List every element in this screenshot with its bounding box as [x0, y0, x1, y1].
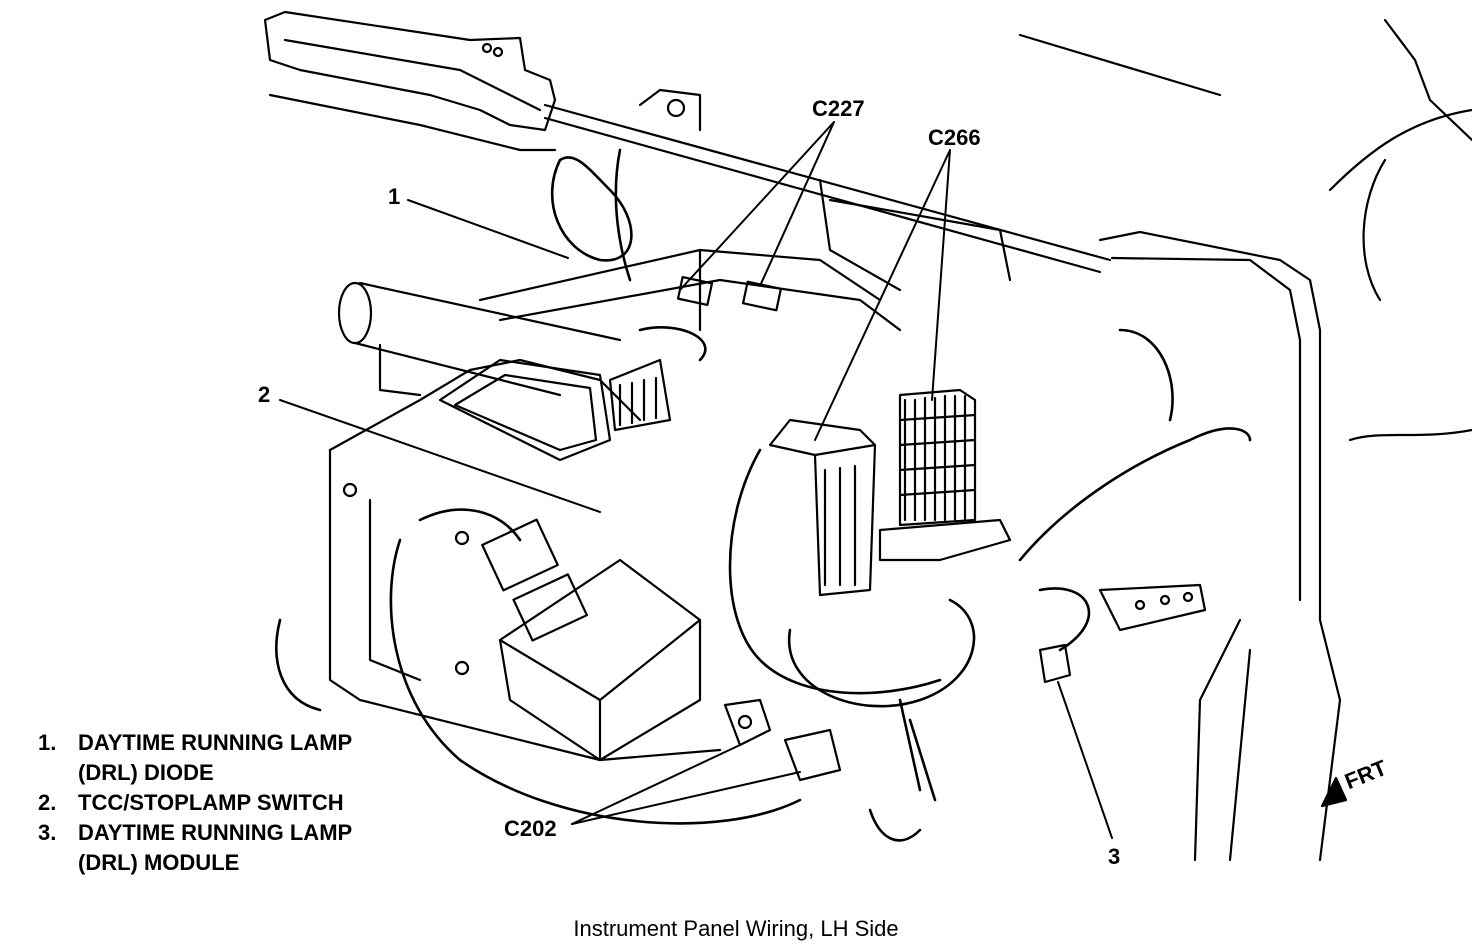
c227-connectors — [608, 276, 877, 597]
legend-item-3: 3. DAYTIME RUNNING LAMP — [38, 820, 353, 845]
leader-3 — [1057, 681, 1113, 839]
door-frame — [1193, 18, 1472, 862]
label-item-3: 3 — [1108, 844, 1121, 869]
label-c202: C202 — [504, 816, 557, 841]
legend-item-1-cont: (DRL) DIODE — [78, 760, 214, 785]
legend-item-2: 2. TCC/STOPLAMP SWITCH — [38, 790, 344, 815]
leader-lines — [279, 121, 1113, 839]
label-c266: C266 — [928, 125, 981, 150]
legend-item-1: 1. DAYTIME RUNNING LAMP — [38, 730, 353, 755]
steering-column — [337, 281, 622, 397]
wire-harness — [275, 148, 1252, 842]
c266-connector-block — [878, 388, 1012, 562]
panel-carrier — [328, 178, 1012, 762]
label-item-1: 1 — [388, 184, 401, 209]
leader-c202-b — [571, 771, 801, 825]
leader-c266-a — [814, 149, 951, 441]
legend: 1. DAYTIME RUNNING LAMP (DRL) DIODE 2. T… — [38, 728, 352, 878]
leader-c266-b — [931, 149, 951, 401]
label-item-2: 2 — [258, 382, 271, 407]
label-c227: C227 — [812, 96, 865, 121]
drl-module-housing — [481, 518, 702, 762]
leader-c227-a — [679, 121, 835, 291]
front-arrow-icon — [1320, 776, 1348, 808]
leader-2 — [279, 399, 601, 513]
leader-1 — [407, 199, 569, 259]
drl-module-connector — [1038, 583, 1207, 684]
leader-c227-b — [759, 121, 835, 287]
upper-dash-bracket — [263, 10, 557, 152]
figure-caption: Instrument Panel Wiring, LH Side — [573, 916, 899, 941]
c202-connector — [723, 698, 842, 782]
dash-crossbar — [543, 33, 1322, 622]
legend-item-3-cont: (DRL) MODULE — [78, 850, 240, 875]
leader-c202-a — [571, 744, 741, 825]
